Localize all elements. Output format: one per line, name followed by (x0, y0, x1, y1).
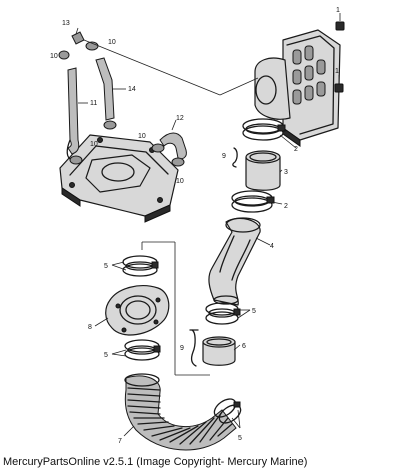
callout-10-b: 10 (50, 53, 58, 60)
hose-clamp-10-e (171, 157, 185, 167)
leader-elbow (219, 77, 259, 96)
drain-plug-side (334, 75, 344, 93)
corrugated-hose (124, 373, 237, 451)
callout-1-top: 1 (336, 7, 340, 14)
callout-8: 8 (88, 324, 92, 331)
callout-9-upper: 9 (222, 153, 226, 160)
callout-12: 12 (176, 115, 184, 122)
callout-11: 11 (90, 100, 97, 107)
water-hose-11 (66, 67, 80, 161)
exhaust-tube (208, 217, 261, 306)
callout-10-e: 10 (176, 178, 184, 185)
exhaust-sleeve (245, 150, 281, 191)
callout-2-middle: 2 (284, 203, 288, 210)
callout-5-right: 5 (252, 308, 256, 315)
callout-5-left-upper: 5 (104, 263, 108, 270)
reference-bracket-lines (141, 241, 210, 376)
callout-1-side: 1 (335, 68, 339, 75)
drain-plug-top (335, 13, 345, 31)
callout-7: 7 (118, 438, 122, 445)
leader-hose-to-elbow (83, 39, 221, 96)
mounting-plate (59, 134, 179, 223)
callout-9-lower: 9 (180, 345, 184, 352)
water-hose-12 (159, 132, 187, 160)
callout-10-d: 10 (138, 133, 146, 140)
transom-flange (105, 285, 170, 336)
callout-leaders (75, 27, 297, 437)
exhaust-sleeve-lower (202, 336, 236, 366)
strap-lower (189, 329, 199, 367)
callout-10-c: 10 (90, 141, 98, 148)
clamp-pair-left-lower (124, 339, 161, 361)
clamp-pair-middle (231, 190, 275, 213)
clamp-pair-right (205, 302, 241, 325)
hose-clamp-10-c (103, 120, 117, 130)
clamp-hose-end (213, 398, 242, 424)
clamp-pair-left-upper (122, 255, 159, 277)
hose-clamp-10-b (58, 50, 70, 60)
image-copyright-caption: MercuryPartsOnline v2.5.1 (Image Copyrig… (3, 456, 308, 468)
exhaust-elbow (254, 29, 341, 147)
callout-10-a: 10 (108, 39, 116, 46)
clamp-pair-upper (242, 118, 286, 141)
callout-3: 3 (284, 169, 288, 176)
callout-6: 6 (242, 343, 246, 350)
callout-2-upper: 2 (294, 146, 298, 153)
callout-13: 13 (62, 20, 70, 27)
callout-5-left-lower: 5 (104, 352, 108, 359)
callout-4: 4 (270, 243, 274, 250)
hose-clamp-10-f (69, 155, 83, 165)
callout-14: 14 (128, 86, 136, 93)
hose-fitting-13 (71, 31, 85, 45)
strap-upper (232, 147, 238, 168)
hose-clamp-10-d (151, 143, 165, 153)
water-hose-14 (95, 57, 115, 121)
callout-5-hose-end: 5 (238, 435, 242, 442)
